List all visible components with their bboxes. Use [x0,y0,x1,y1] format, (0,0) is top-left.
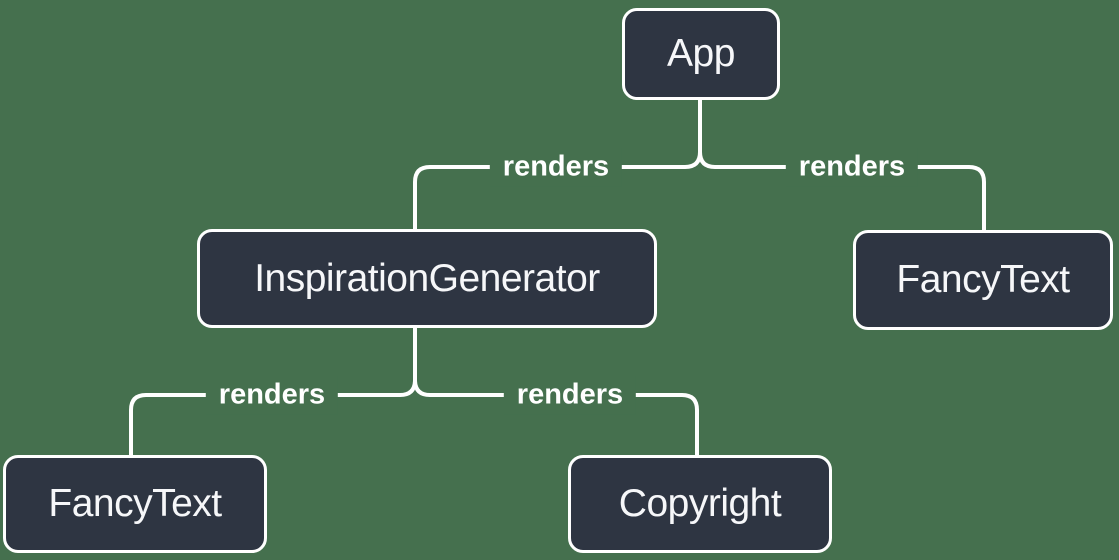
edge-label-renders-inspiration-generator-fancy-text: renders [205,375,339,415]
node-fancy-text-right-label: FancyText [896,258,1070,301]
edge-label-renders-app-inspiration-generator: renders [489,147,623,187]
node-copyright: Copyright [568,455,832,553]
node-app: App [622,8,780,100]
edge-label-renders-inspiration-generator-copyright: renders [503,375,637,415]
node-app-label: App [667,32,735,75]
node-fancy-text-bottom: FancyText [3,455,267,553]
edge-label-renders-app-fancy-text: renders [785,147,919,187]
node-inspiration-generator: InspirationGenerator [197,229,657,328]
node-inspiration-generator-label: InspirationGenerator [254,256,600,300]
node-fancy-text-bottom-label: FancyText [48,482,222,525]
node-copyright-label: Copyright [618,482,782,525]
node-fancy-text-right: FancyText [853,230,1113,330]
